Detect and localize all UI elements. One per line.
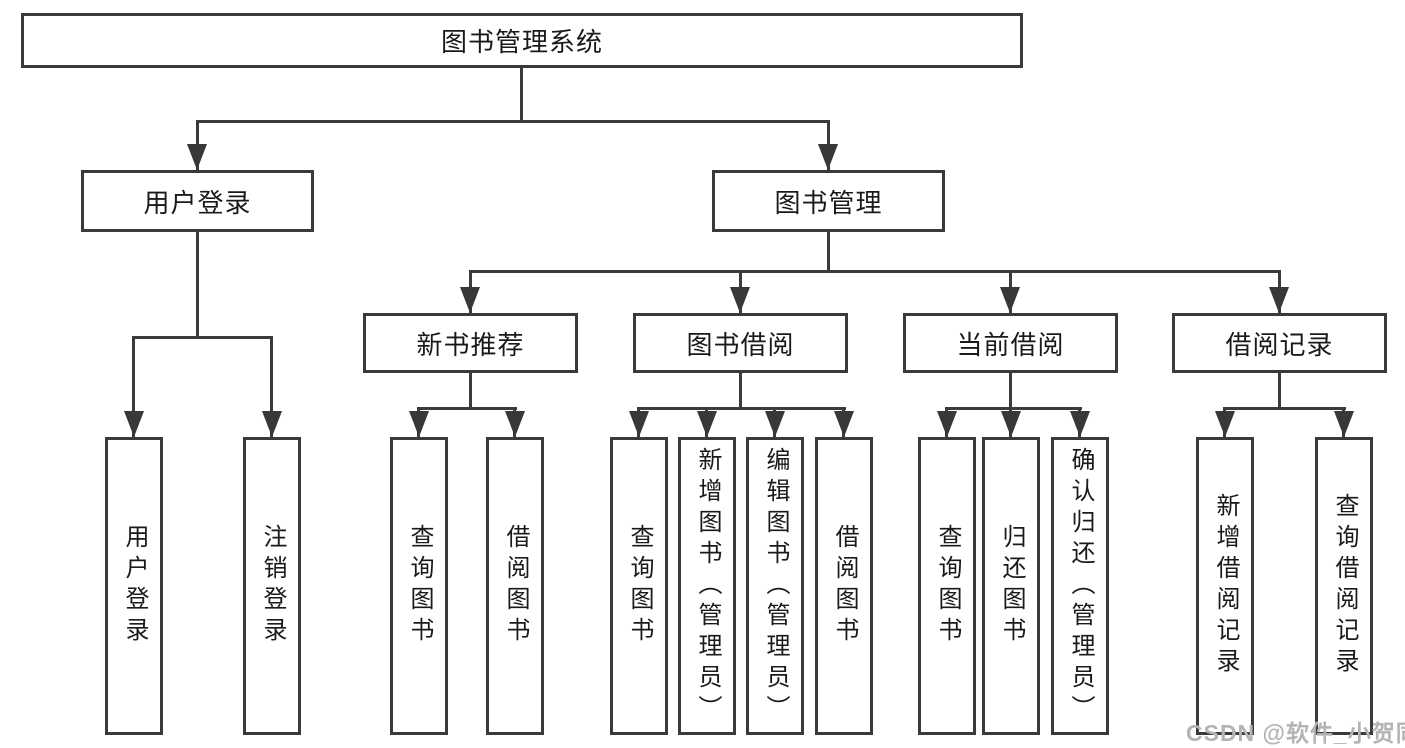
connector-line — [270, 336, 273, 437]
leaf-query-books-current-label: 查询图书 — [934, 524, 961, 648]
node-user-login-label: 用户登录 — [143, 187, 252, 218]
connector-branch — [417, 407, 517, 410]
arrowhead — [730, 287, 750, 313]
leaf-borrow-books-borrowing: 借阅图书 — [815, 437, 873, 735]
connector-branch — [1223, 407, 1346, 410]
node-book-management: 图书管理 — [712, 170, 945, 232]
leaf-add-books-admin: 新增图书（管理员） — [678, 437, 736, 735]
arrowhead — [505, 411, 525, 437]
leaf-borrow-books-recommend: 借阅图书 — [486, 437, 544, 735]
leaf-confirm-return-admin-label: 确认归还（管理员） — [1067, 446, 1094, 726]
leaf-query-books-recommend: 查询图书 — [390, 437, 448, 735]
leaf-add-borrow-record-label: 新增借阅记录 — [1212, 493, 1239, 679]
arrowhead — [409, 411, 429, 437]
leaf-confirm-return-admin: 确认归还（管理员） — [1051, 437, 1109, 735]
connector-line — [132, 336, 135, 437]
node-book-borrowing-label: 图书借阅 — [686, 329, 795, 360]
arrowhead — [262, 411, 282, 437]
node-current-borrowing: 当前借阅 — [903, 313, 1118, 373]
connector-user-login-trunk — [196, 232, 199, 339]
leaf-return-books-label: 归还图书 — [998, 524, 1025, 648]
connector-root-trunk — [520, 68, 523, 123]
arrowhead — [834, 411, 854, 437]
arrowhead — [1334, 411, 1354, 437]
leaf-query-books-recommend-label: 查询图书 — [406, 524, 433, 648]
connector-trunk — [1009, 373, 1012, 410]
arrowhead — [460, 287, 480, 313]
leaf-user-login: 用户登录 — [105, 437, 163, 735]
node-book-borrowing: 图书借阅 — [633, 313, 848, 373]
leaf-add-borrow-record: 新增借阅记录 — [1196, 437, 1254, 735]
leaf-query-books-borrowing-label: 查询图书 — [626, 524, 653, 648]
leaf-logout-label: 注销登录 — [259, 524, 286, 648]
leaf-edit-books-admin: 编辑图书（管理员） — [746, 437, 804, 735]
arrowhead — [1269, 287, 1289, 313]
node-borrowing-records-label: 借阅记录 — [1225, 329, 1334, 360]
connector-trunk — [739, 373, 742, 410]
leaf-query-books-current: 查询图书 — [918, 437, 976, 735]
node-current-borrowing-label: 当前借阅 — [956, 329, 1065, 360]
leaf-add-books-admin-label: 新增图书（管理员） — [694, 446, 721, 726]
node-user-login: 用户登录 — [81, 170, 314, 232]
node-borrowing-records: 借阅记录 — [1172, 313, 1387, 373]
arrowhead — [937, 411, 957, 437]
leaf-query-borrow-record-label: 查询借阅记录 — [1331, 493, 1358, 679]
node-root-label: 图书管理系统 — [440, 27, 603, 57]
leaf-borrow-books-borrowing-label: 借阅图书 — [831, 524, 858, 648]
arrowhead — [124, 411, 144, 437]
connector-book-management-branch — [469, 270, 1281, 273]
node-new-book-recommendation-label: 新书推荐 — [416, 329, 525, 360]
connector-trunk — [1278, 373, 1281, 410]
connector-trunk — [469, 373, 472, 410]
leaf-return-books: 归还图书 — [982, 437, 1040, 735]
connector-user-login-branch — [132, 336, 273, 339]
arrowhead — [629, 411, 649, 437]
arrowhead — [697, 411, 717, 437]
connector-branch — [945, 407, 1082, 410]
leaf-query-books-borrowing: 查询图书 — [610, 437, 668, 735]
arrowhead — [1001, 411, 1021, 437]
arrowhead — [1070, 411, 1090, 437]
leaf-user-login-label: 用户登录 — [121, 524, 148, 648]
node-book-management-label: 图书管理 — [774, 187, 883, 218]
arrowhead — [187, 144, 207, 170]
node-root: 图书管理系统 — [21, 13, 1023, 68]
connector-root-branch — [196, 120, 830, 123]
leaf-logout: 注销登录 — [243, 437, 301, 735]
leaf-borrow-books-recommend-label: 借阅图书 — [502, 524, 529, 648]
connector-branch — [637, 407, 846, 410]
arrowhead — [1000, 287, 1020, 313]
leaf-edit-books-admin-label: 编辑图书（管理员） — [762, 446, 789, 726]
arrowhead — [765, 411, 785, 437]
watermark: CSDN @软件_小贺同学 — [1186, 720, 1405, 746]
arrowhead — [1215, 411, 1235, 437]
connector-book-management-trunk — [827, 232, 830, 273]
leaf-query-borrow-record: 查询借阅记录 — [1315, 437, 1373, 735]
node-new-book-recommendation: 新书推荐 — [363, 313, 578, 373]
arrowhead — [818, 144, 838, 170]
